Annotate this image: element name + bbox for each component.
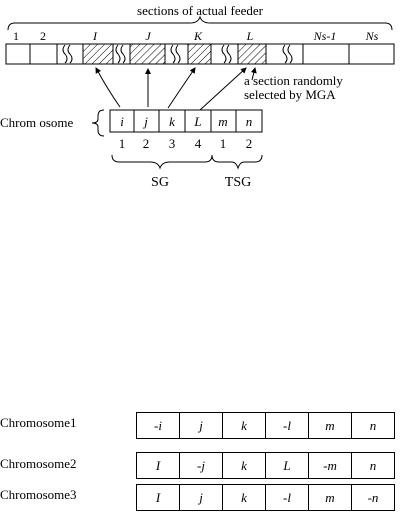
section-label-2: 2 [40, 29, 46, 43]
annotation-line-1: a section randomly [244, 73, 343, 88]
example-1-gene-1: -i [137, 413, 180, 439]
example-label-3: Chromosome3 [0, 487, 77, 503]
example-1-gene-3: k [223, 413, 266, 439]
example-3-gene-6: -n [352, 485, 395, 511]
example-label-1: Chromosome1 [0, 415, 77, 431]
section-label-ns-1: Ns-1 [313, 29, 337, 43]
section-label-1: 1 [13, 29, 19, 43]
example-chromosome-1: -i j k -l m n [136, 412, 395, 439]
section-label-ns: Ns [365, 29, 379, 43]
section-label-l: L [246, 29, 254, 43]
example-2-gene-5: -m [309, 453, 352, 479]
example-3-gene-4: -l [266, 485, 309, 511]
tsg-label: TSG [225, 175, 251, 190]
example-2-gene-4: L [266, 453, 309, 479]
sg-label: SG [151, 175, 169, 190]
example-3-gene-1: I [137, 485, 180, 511]
example-3-gene-2: j [180, 485, 223, 511]
gene-k: k [169, 114, 175, 129]
section-label-k: K [193, 29, 203, 43]
example-label-2: Chromosome2 [0, 456, 77, 472]
example-3-gene-5: m [309, 485, 352, 511]
chromosome-cells [110, 110, 262, 132]
gene-m: m [218, 114, 227, 129]
gene-index-6: 2 [246, 136, 253, 151]
arrow-gene-k [168, 68, 195, 108]
gene-n: n [246, 114, 253, 129]
example-1-gene-4: -l [266, 413, 309, 439]
gene-index-3: 3 [169, 136, 176, 151]
example-1-gene-5: m [309, 413, 352, 439]
arrow-gene-l [200, 68, 246, 110]
gene-index-5: 1 [220, 136, 227, 151]
gene-index-4: 4 [195, 136, 202, 151]
arrow-gene-i [96, 68, 120, 107]
annotation-line-2: selected by MGA [244, 87, 336, 102]
example-2-gene-6: n [352, 453, 395, 479]
tsg-brace [212, 155, 262, 168]
gene-index-1: 1 [119, 136, 126, 151]
gene-i: i [120, 114, 124, 129]
example-1-gene-6: n [352, 413, 395, 439]
example-1-gene-2: j [180, 413, 223, 439]
example-chromosome-2: I -j k L -m n [136, 452, 395, 479]
example-chromosome-3: I j k -l m -n [136, 484, 395, 511]
gene-index-2: 2 [143, 136, 150, 151]
section-label-j: J [145, 29, 151, 43]
sg-brace [112, 155, 212, 168]
example-2-gene-3: k [223, 453, 266, 479]
example-2-gene-2: -j [180, 453, 223, 479]
chromosome-brace [92, 110, 104, 136]
example-2-gene-1: I [137, 453, 180, 479]
example-3-gene-3: k [223, 485, 266, 511]
chromosome-label: Chrom osome [0, 115, 74, 130]
feeder-header: sections of actual feeder [137, 3, 264, 18]
section-label-i: I [92, 29, 98, 43]
gene-l: L [193, 114, 201, 129]
gene-j: j [142, 114, 148, 129]
